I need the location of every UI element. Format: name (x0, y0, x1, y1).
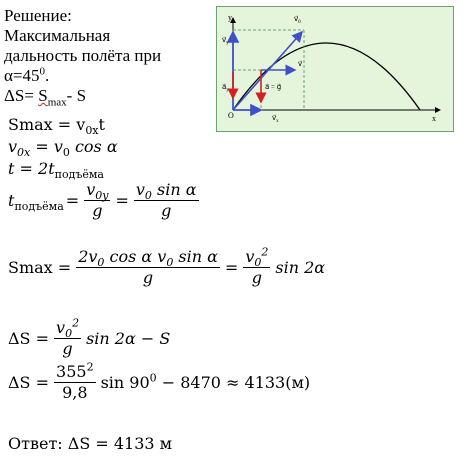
equation-t-rise: tподъёма = v0y g = v0 sin α g (8, 180, 199, 220)
problem-statement: Решение: Максимальная дальность полёта п… (4, 6, 209, 109)
solution-heading: Решение: (4, 6, 72, 25)
problem-line-1: Максимальная (4, 26, 111, 45)
problem-line-2: дальность полёта при (4, 46, 162, 65)
equation-delta-s-numeric: ΔS = 3552 9,8 sin 900 − 8470 ≈ 4133(м) (8, 360, 311, 402)
fraction-v0sq-g: v02 g (243, 245, 271, 287)
equation-t: t = 2tподъёма (8, 159, 104, 182)
trajectory-figure: y x O v⃗y v⃗0 v⃗ a⃗y a⃗ = g⃗ v⃗x (216, 6, 454, 132)
delta-definition: ΔS= Smax- S (4, 86, 87, 109)
y-axis-label: y (228, 13, 232, 22)
fraction-v0sq-g-2: v02 g (54, 316, 82, 358)
v0-vector (232, 30, 304, 111)
equation-smax-derived: Smax = 2v0 cos α v0 sin α g = v02 g sin … (8, 245, 326, 287)
fraction-v0y-g: v0y g (84, 180, 111, 220)
origin-label: O (228, 111, 234, 120)
smax-term: Smax (38, 86, 67, 109)
problem-line-3: α=450. (4, 65, 50, 85)
fraction-numeric: 3552 9,8 (54, 360, 96, 402)
equation-delta-s: ΔS = v02 g sin 2α − S (8, 316, 171, 358)
vy-label: v⃗y (222, 36, 229, 46)
x-axis-label: x (432, 114, 436, 123)
a-eq-g-label: a⃗ = g⃗ (265, 83, 281, 91)
vx-label: v⃗x (272, 114, 279, 124)
equation-v0x: v0x = v0 cos α (8, 137, 118, 160)
v-label: v⃗ (298, 60, 302, 68)
v0-label: v⃗0 (294, 15, 301, 25)
fraction-v0sin-g: v0 sin α g (133, 180, 199, 220)
fraction-smax: 2v0 cos α v0 sin α g (76, 247, 220, 287)
ay-label: a⃗y (222, 83, 230, 93)
equation-smax: Smax = v0xt (8, 115, 105, 138)
figure-background (216, 6, 454, 132)
trajectory-curve (232, 42, 421, 111)
answer: Ответ: ΔS = 4133 м (8, 434, 173, 453)
